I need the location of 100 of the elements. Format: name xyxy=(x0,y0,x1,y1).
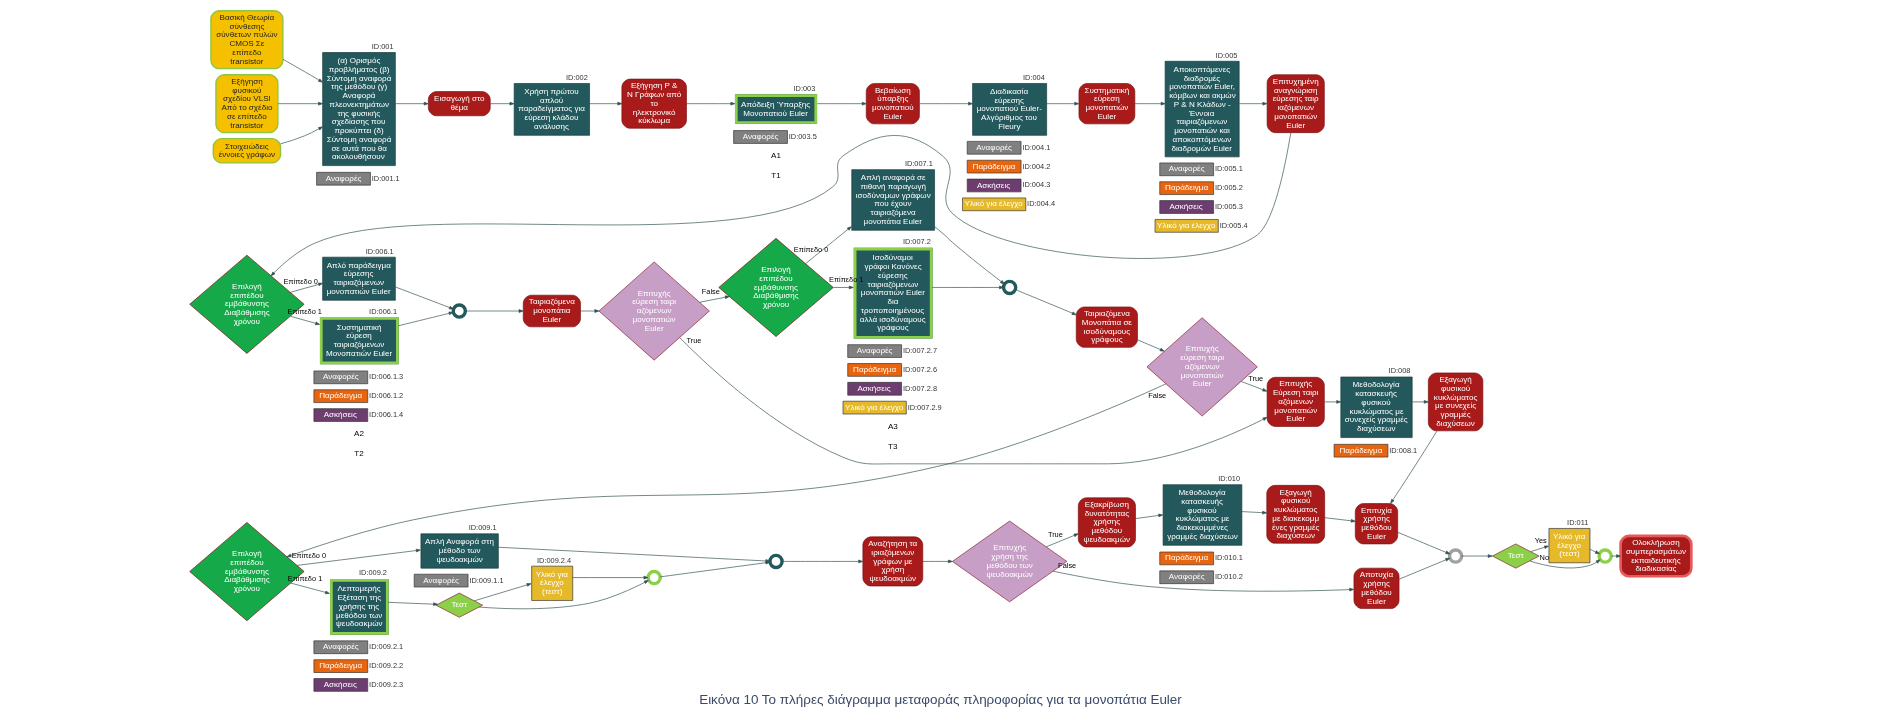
node-label: ID:004.1 xyxy=(1022,142,1051,152)
arrow xyxy=(478,580,649,610)
node-label: ID:005 xyxy=(1215,50,1238,60)
arrow xyxy=(497,546,771,563)
node-label: ID:007.2.6 xyxy=(902,364,938,374)
arrow xyxy=(1610,554,1621,558)
edge-label: True xyxy=(686,336,702,346)
edge-label: False xyxy=(701,287,720,297)
node-label: ID:008.1 xyxy=(1389,445,1418,455)
arrow xyxy=(580,309,600,313)
arrow xyxy=(286,383,1167,558)
arrow xyxy=(290,282,323,293)
node-label: ID:006.1.2 xyxy=(369,391,404,401)
arrow xyxy=(1530,545,1549,552)
arrow xyxy=(270,132,1292,277)
arrow xyxy=(465,309,524,313)
arrow xyxy=(290,582,330,595)
node-label: ID:005.1 xyxy=(1214,164,1243,174)
arrow xyxy=(398,311,454,327)
edge-label: True xyxy=(1047,529,1063,539)
arrow xyxy=(931,285,1004,290)
node-label: ID:003.5 xyxy=(788,131,817,141)
node-label: ID:005.3 xyxy=(1214,201,1243,211)
arrow xyxy=(1397,532,1451,555)
arrow xyxy=(934,226,1005,285)
arrow xyxy=(290,315,320,326)
edge-label: Επίπεδο 0 xyxy=(793,244,829,254)
edge-label: Yes xyxy=(1534,535,1547,545)
node-label: ID:007.2.9 xyxy=(907,402,942,412)
node-label: ID:005.2 xyxy=(1214,183,1243,193)
arrow xyxy=(699,295,730,303)
node-label: ID:007.1 xyxy=(904,159,933,169)
arrow xyxy=(1390,430,1438,504)
arrow xyxy=(1052,570,1354,592)
node-label: ID:010.1 xyxy=(1214,553,1243,563)
node-label: ID:009.2.2 xyxy=(369,661,404,670)
arrow xyxy=(660,561,771,578)
arrow xyxy=(1461,554,1493,558)
arrow xyxy=(817,101,867,106)
node-label: ID:009.2.1 xyxy=(369,642,404,652)
node-label: ID:006.1.4 xyxy=(369,409,404,419)
node-label: ID:004.4 xyxy=(1027,199,1056,209)
arrow xyxy=(1046,101,1080,106)
edge-label: False xyxy=(1058,561,1077,571)
arrow xyxy=(387,602,438,606)
arrow xyxy=(679,337,1268,465)
node-label: ID:004.3 xyxy=(1022,180,1051,190)
arrow xyxy=(1589,548,1600,555)
node-label: ID:006.1 xyxy=(365,246,394,256)
arrow xyxy=(589,101,623,106)
arrow xyxy=(1135,513,1164,519)
arrow xyxy=(1241,510,1267,515)
arrow xyxy=(395,101,429,106)
edge-label: True xyxy=(1248,373,1264,383)
node-label: ID:005.4 xyxy=(1219,220,1248,230)
arrow xyxy=(1324,400,1342,404)
node-label: ID:001.1 xyxy=(371,173,400,183)
edge-label: No xyxy=(1539,552,1550,562)
arrow xyxy=(922,559,953,564)
arrow xyxy=(805,226,852,264)
arrow xyxy=(1398,557,1451,580)
node-label: ID:009.2.4 xyxy=(537,555,572,565)
arrow xyxy=(1529,559,1601,569)
node-label: ID:001 xyxy=(371,42,394,52)
arrow xyxy=(1015,289,1077,316)
arrow xyxy=(686,101,736,106)
arrow xyxy=(572,575,649,580)
node-label: ID:007.2 xyxy=(902,237,931,247)
arrow xyxy=(1137,339,1165,352)
node-circle xyxy=(646,569,662,586)
node-label: ID:009.2 xyxy=(359,568,387,578)
arrow xyxy=(833,285,854,290)
node-label: ID:011 xyxy=(1567,517,1589,527)
arrow xyxy=(1240,381,1268,392)
arrow xyxy=(1134,101,1166,106)
arrow xyxy=(280,126,323,145)
arrow xyxy=(1238,101,1268,106)
arrow xyxy=(395,286,454,310)
arrow xyxy=(277,101,323,106)
arrow xyxy=(781,559,863,564)
arrow xyxy=(1045,533,1079,548)
arrow xyxy=(1411,400,1429,404)
node-label: ID:004 xyxy=(1023,72,1045,82)
caption: Εικόνα 10 Το πλήρες διάγραμμα μεταφοράς πληροφορίας για τα μονοπάτια Euler xyxy=(699,692,1182,708)
node-label: ID:002 xyxy=(566,72,588,82)
arrow xyxy=(296,548,421,566)
node-label: ID:009.1.1 xyxy=(469,575,504,585)
arrow xyxy=(1324,517,1356,523)
node-label: ID:003 xyxy=(793,83,816,93)
arrow xyxy=(919,101,973,106)
node-label: ID:008 xyxy=(1388,366,1411,376)
node-label: ID:006.1.3 xyxy=(369,372,404,382)
edge-label: Επίπεδο 0 xyxy=(283,276,318,286)
node-label: ID:007.2.8 xyxy=(902,383,938,393)
node-label: ID:009.2.3 xyxy=(369,679,404,689)
edge-label: False xyxy=(1148,390,1167,400)
arrow xyxy=(490,101,515,106)
node-label: ID:004.2 xyxy=(1022,161,1051,171)
node-circle xyxy=(451,303,468,319)
edge-label: Επίπεδο 0 xyxy=(291,551,327,561)
